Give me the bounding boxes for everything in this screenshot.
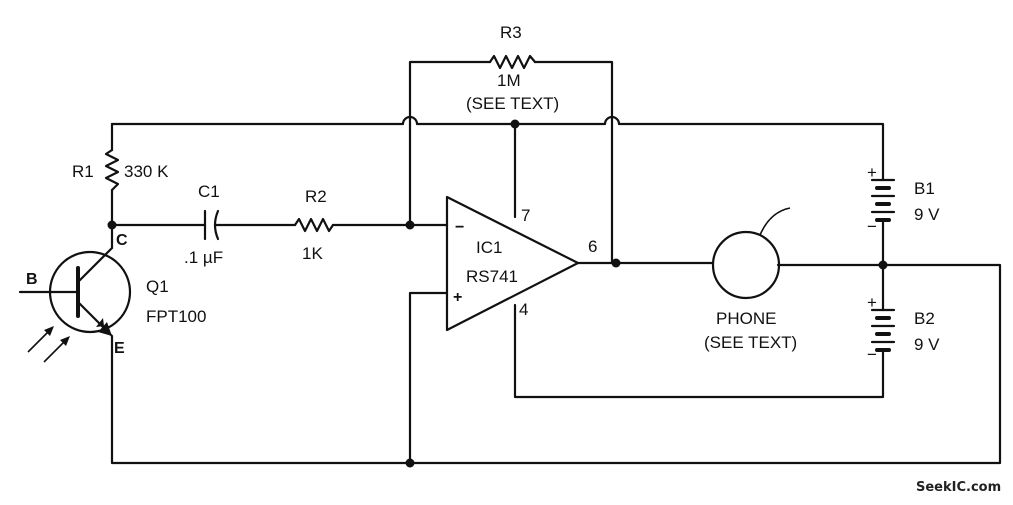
junction-dot (405, 458, 415, 468)
ic1-inverting-sign: − (455, 219, 464, 236)
phone-cord (759, 207, 791, 236)
junction-dot (405, 220, 415, 230)
b1-value: 9 V (914, 205, 940, 224)
opamp-ic1: − + IC1 RS741 7 6 4 (445, 195, 597, 332)
pin4-wire (513, 303, 885, 399)
light-arrow-icon (27, 329, 51, 353)
q1-ref: Q1 (146, 277, 169, 296)
phone-circle (711, 230, 781, 300)
r2-value: 1K (302, 244, 323, 263)
ic1-ref: IC1 (476, 238, 502, 257)
watermark: SeekIC.com (916, 480, 1001, 495)
r3-note: (SEE TEXT) (466, 94, 559, 113)
resistor-r1: R1 330 K (72, 148, 169, 192)
c1-value: .1 µF (184, 248, 223, 267)
junction-dot (510, 119, 520, 129)
phototransistor-q1: B C E Q1 FPT100 (18, 232, 206, 363)
ic1-pin6: 6 (588, 237, 597, 256)
capacitor-c1: C1 .1 µF (184, 182, 223, 267)
ic1-pin4: 4 (519, 300, 528, 319)
battery-b2: + − B2 9 V (867, 293, 940, 364)
b1-ref: B1 (914, 179, 935, 198)
ic1-noninverting-sign: + (453, 289, 462, 306)
wiring (110, 60, 1002, 465)
phone-label: PHONE (716, 309, 776, 328)
q1-part: FPT100 (146, 307, 206, 326)
resistor-r3: R3 1M (SEE TEXT) (466, 23, 559, 113)
junction-dot (878, 260, 888, 270)
r1-ref: R1 (72, 162, 94, 181)
c1-ref: C1 (198, 182, 220, 201)
r3-value: 1M (497, 71, 521, 90)
phone-note: (SEE TEXT) (704, 333, 797, 352)
ic1-pin7: 7 (521, 206, 530, 225)
battery-b1: + − B1 9 V (867, 163, 940, 236)
b2-plus: + (867, 293, 877, 312)
b2-ref: B2 (914, 309, 935, 328)
b1-plus: + (867, 163, 877, 182)
b2-minus: − (867, 345, 877, 364)
junction-dot (107, 220, 117, 230)
q1-collector-label: C (116, 232, 128, 249)
top-rail-right-wire (513, 115, 885, 170)
r3-right-wire (533, 60, 614, 265)
phone-earpiece: PHONE (SEE TEXT) (704, 207, 797, 352)
r3-left-wire (408, 60, 492, 227)
b2-value: 9 V (914, 335, 940, 354)
top-rail-left-wire (110, 115, 517, 126)
r3-ref: R3 (500, 23, 522, 42)
ic1-part: RS741 (466, 267, 518, 286)
junction-dot (611, 258, 621, 268)
r2-ref: R2 (305, 187, 327, 206)
collector-lead (76, 246, 114, 284)
resistor-r2: R2 1K (293, 187, 335, 263)
noninv-wire (408, 291, 449, 465)
bottom-rail-wire (110, 263, 1002, 465)
b1-minus: − (867, 217, 877, 236)
r1-value: 330 K (124, 162, 169, 181)
light-arrow-icon (43, 339, 67, 363)
q1-emitter-label: E (114, 340, 125, 357)
emitter-arrow (96, 318, 112, 336)
junctions (107, 119, 888, 468)
q1-base-label: B (26, 271, 38, 288)
